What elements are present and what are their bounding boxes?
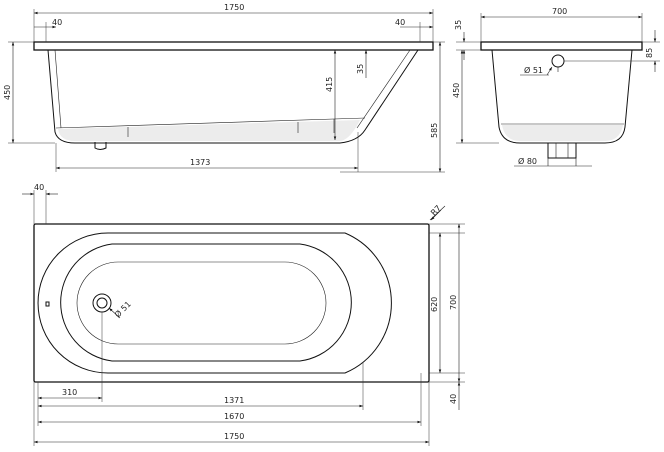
plan-waste-inner — [96, 297, 108, 309]
dim-plan-dia-51: Ø 51 — [112, 299, 133, 320]
dim-side-rim-left: 40 — [52, 18, 62, 27]
plan-floor-outline — [76, 261, 327, 345]
end-shaded-base — [502, 125, 623, 141]
dim-plan-1371: 1371 — [224, 396, 244, 405]
dim-end-35: 35 — [454, 20, 463, 30]
plan-bowl-outline — [37, 232, 392, 374]
dim-plan-620: 620 — [430, 297, 439, 312]
end-rim — [480, 41, 643, 51]
dim-plan-r7: R7 — [429, 204, 443, 218]
dim-end-700: 700 — [552, 7, 567, 16]
dim-side-35: 35 — [356, 64, 365, 74]
plan-view: 40 R7 620 700 40 Ø 51 310 1371 — [22, 183, 465, 446]
side-rim — [33, 41, 434, 51]
dim-side-rim-right: 40 — [395, 18, 405, 27]
end-waste-outlet — [547, 143, 577, 159]
dim-585: 585 — [430, 123, 439, 138]
end-tub-body — [491, 49, 633, 144]
dim-plan-1750: 1750 — [224, 432, 244, 441]
side-floor-line — [55, 117, 366, 129]
side-waste-outlet — [94, 142, 107, 150]
dim-side-415: 415 — [325, 77, 334, 92]
plan-overflow-mark — [45, 301, 50, 307]
dim-end-dia-80: Ø 80 — [518, 156, 537, 166]
dim-plan-310: 310 — [62, 388, 77, 397]
end-view: 700 35 450 85 Ø 51 Ø 80 — [452, 7, 660, 167]
plan-waste-outer — [92, 293, 112, 313]
side-view: 1750 40 40 450 415 35 1373 585 — [3, 3, 445, 173]
dim-plan-40-top: 40 — [34, 183, 44, 192]
dim-side-450: 450 — [3, 85, 12, 100]
dim-plan-700: 700 — [449, 295, 458, 310]
dim-plan-1670: 1670 — [224, 412, 244, 421]
side-tub-body — [47, 49, 419, 144]
dim-side-1373: 1373 — [190, 158, 210, 167]
plan-basin-outline — [60, 243, 352, 362]
dim-end-85: 85 — [645, 48, 654, 58]
end-overflow-circle — [551, 54, 565, 68]
side-tub-inner-line — [54, 49, 411, 129]
dim-plan-40-bottom: 40 — [449, 394, 458, 404]
dim-end-450: 450 — [452, 83, 461, 98]
dim-end-dia-51: Ø 51 — [524, 65, 543, 75]
dim-side-1750: 1750 — [224, 3, 244, 12]
side-shaded-base — [58, 120, 360, 141]
plan-outer-rim — [33, 223, 430, 383]
